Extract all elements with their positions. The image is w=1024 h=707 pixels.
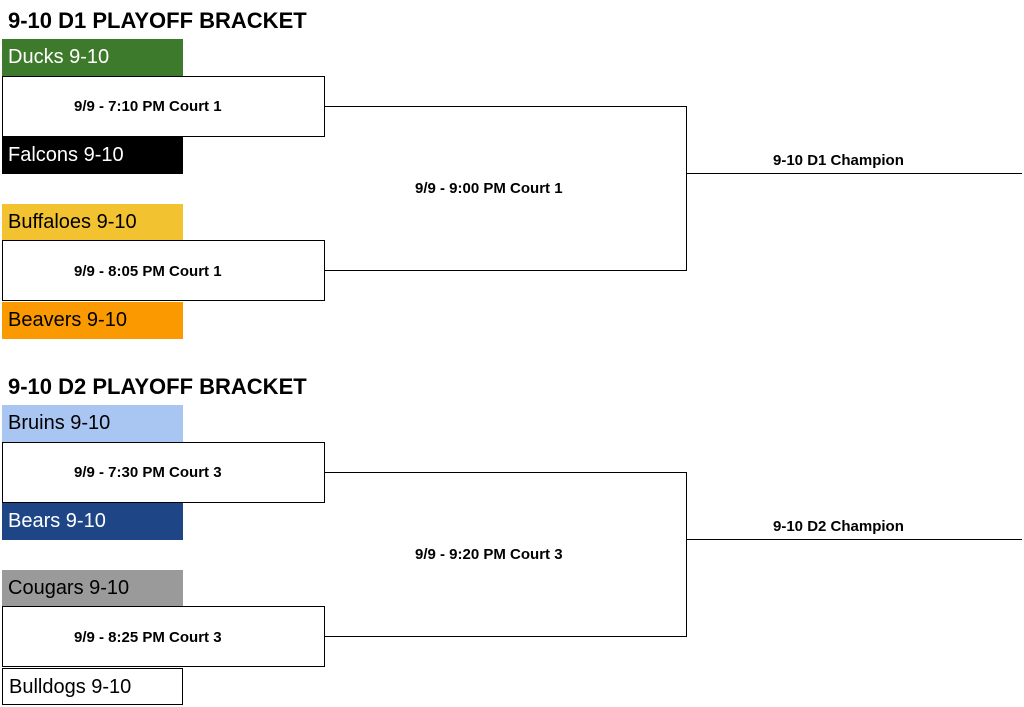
- bracket-line: [324, 270, 687, 271]
- bracket-line: [2, 76, 325, 77]
- champion-line: [686, 173, 1022, 174]
- team-slot: Buffaloes 9-10: [2, 204, 183, 241]
- bracket-line: [324, 106, 687, 107]
- game-label: 9/9 - 8:25 PM Court 3: [74, 629, 222, 646]
- champion-line: [686, 539, 1022, 540]
- bracket-line: [2, 606, 3, 667]
- champion-label: 9-10 D1 Champion: [773, 152, 904, 169]
- bracket-line: [2, 240, 3, 301]
- bracket-line: [2, 136, 325, 137]
- team-slot: Beavers 9-10: [2, 302, 183, 339]
- bracket-line: [2, 240, 325, 241]
- final-game-label: 9/9 - 9:20 PM Court 3: [415, 546, 563, 563]
- team-slot: Bruins 9-10: [2, 405, 183, 442]
- bracket-line: [2, 606, 325, 607]
- bracket-line: [686, 472, 687, 637]
- bracket-title: 9-10 D2 PLAYOFF BRACKET: [8, 374, 307, 399]
- game-label: 9/9 - 8:05 PM Court 1: [74, 263, 222, 280]
- bracket-line: [324, 636, 687, 637]
- bracket-line: [2, 442, 325, 443]
- team-slot: Cougars 9-10: [2, 570, 183, 607]
- bracket-line: [686, 106, 687, 271]
- team-slot: Bears 9-10: [2, 503, 183, 540]
- bracket-title: 9-10 D1 PLAYOFF BRACKET: [8, 8, 307, 33]
- bracket-line: [2, 300, 325, 301]
- champion-label: 9-10 D2 Champion: [773, 518, 904, 535]
- game-label: 9/9 - 7:10 PM Court 1: [74, 98, 222, 115]
- bracket-line: [2, 442, 3, 503]
- team-slot: Ducks 9-10: [2, 39, 183, 76]
- bracket-line: [2, 502, 325, 503]
- bracket-line: [2, 76, 3, 137]
- bracket-line: [2, 666, 325, 667]
- game-label: 9/9 - 7:30 PM Court 3: [74, 464, 222, 481]
- team-slot: Falcons 9-10: [2, 137, 183, 174]
- bracket-line: [324, 472, 687, 473]
- final-game-label: 9/9 - 9:00 PM Court 1: [415, 180, 563, 197]
- team-slot: Bulldogs 9-10: [2, 668, 183, 705]
